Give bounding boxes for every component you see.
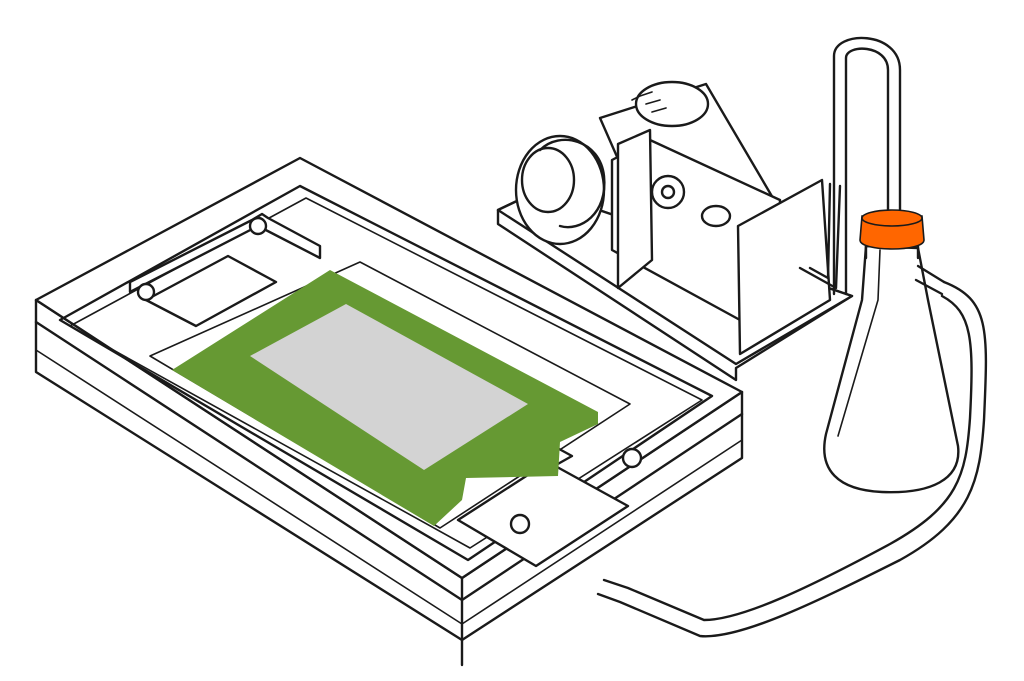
flask-inner-line [837,249,881,437]
pump-rear-bracket [736,178,832,356]
pump-shaft [650,174,686,210]
tray-knob-front-left [509,513,531,535]
tray-clamp-back-block [144,254,278,328]
pump-outlet-pipe-inner [808,182,832,280]
pump-shaft-hub [660,184,676,200]
vacuum-pump [496,80,854,382]
pump-head-inner [520,146,576,214]
filter-flask [823,209,960,494]
pump-front-bracket [616,128,654,290]
tray-knob-front-right [621,447,643,469]
pump-outlet-pipe [798,184,842,290]
hose-inner [602,294,973,622]
pump-fitting [700,204,732,228]
pump-head-tube [538,138,606,229]
flask-body [823,244,960,494]
tray-clamp-front [456,460,630,568]
tray-inner-rim [58,184,714,562]
gel-sheet [250,304,528,470]
tray-knob-back-right [248,216,268,236]
vacuum-riser-tube [832,36,902,296]
hose-outer [596,280,988,638]
flask-side-arm [914,264,946,296]
pump-motor-endcap [634,80,710,128]
flask-stopper-top [861,209,923,227]
pump-motor-fins [631,91,667,113]
gel-assembly [172,270,598,526]
riser-tube-inner [844,47,890,296]
vacuum-hose [596,280,988,638]
tray-clamp-back [128,212,322,294]
tray-knob-back-left [136,282,156,302]
riser-tube-outer [832,36,902,296]
